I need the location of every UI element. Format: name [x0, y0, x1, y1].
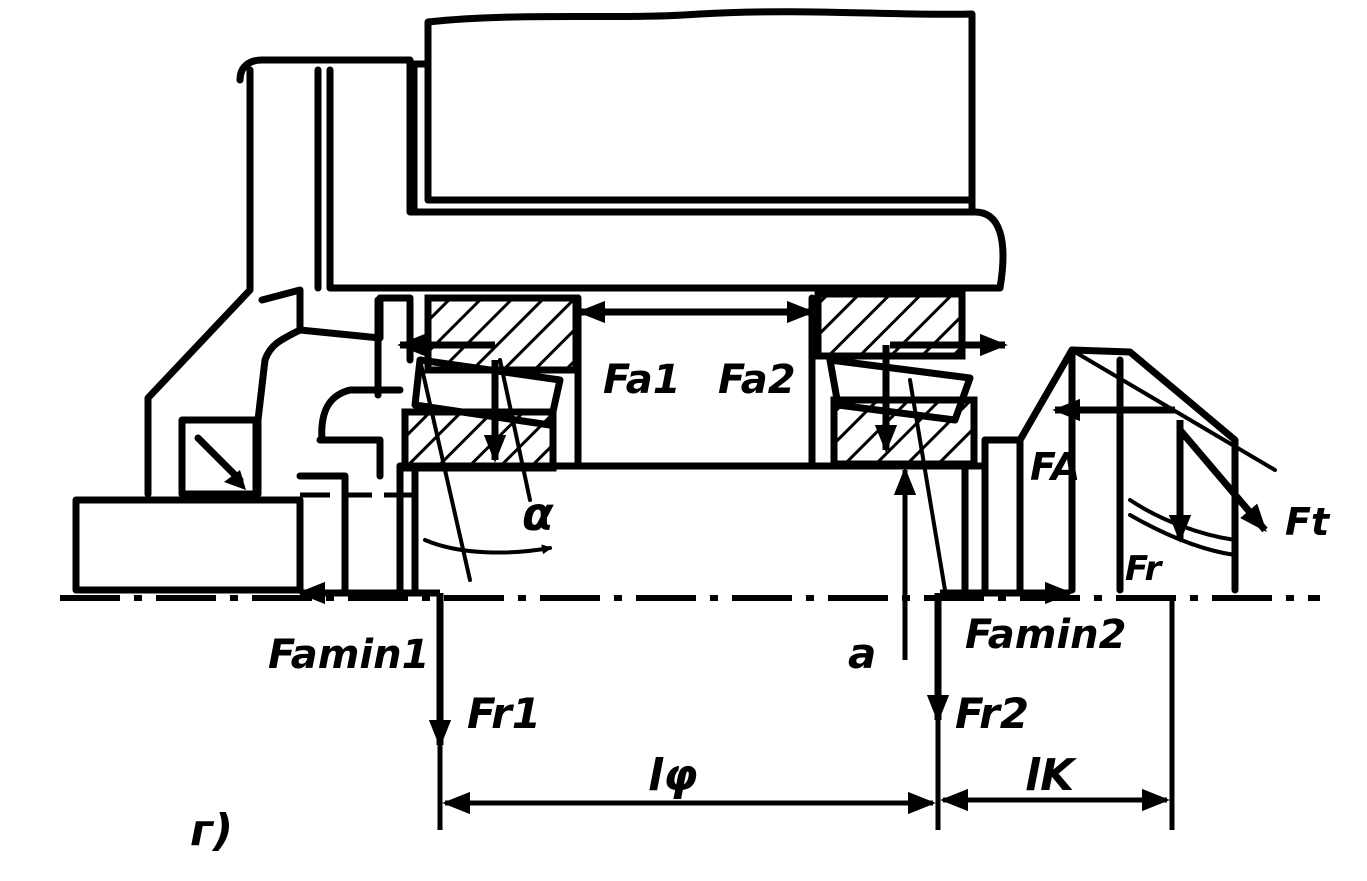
- label-ft: Ft: [1285, 500, 1331, 544]
- label-alpha: α: [522, 487, 554, 541]
- label-a-offset: a: [848, 629, 876, 678]
- bearing-1: [401, 294, 580, 582]
- ft-arrow: [1177, 427, 1268, 533]
- shaft-body: [410, 8, 976, 216]
- label-fr-gear: Fr: [1125, 549, 1163, 589]
- label-fr1: Fr1: [467, 689, 541, 738]
- label-lf: lφ: [648, 750, 698, 801]
- alpha-arc: [423, 538, 552, 555]
- seal-cover: [178, 416, 260, 498]
- label-fr2: Fr2: [955, 689, 1029, 738]
- housing: [144, 56, 1007, 498]
- label-famin1: Famin1: [268, 632, 429, 678]
- centerline: [60, 492, 1320, 601]
- label-fa2: Fa2: [718, 357, 796, 403]
- force-arrows: [297, 300, 1268, 748]
- label-fa-gear: FA: [1030, 445, 1080, 489]
- label-figure-tag: г): [190, 805, 233, 856]
- label-famin2: Famin2: [965, 612, 1126, 658]
- dimension-lines: [437, 600, 1175, 830]
- label-lk: lK: [1025, 750, 1077, 801]
- label-fa1: Fa1: [603, 357, 681, 403]
- bearing-2: [814, 290, 978, 592]
